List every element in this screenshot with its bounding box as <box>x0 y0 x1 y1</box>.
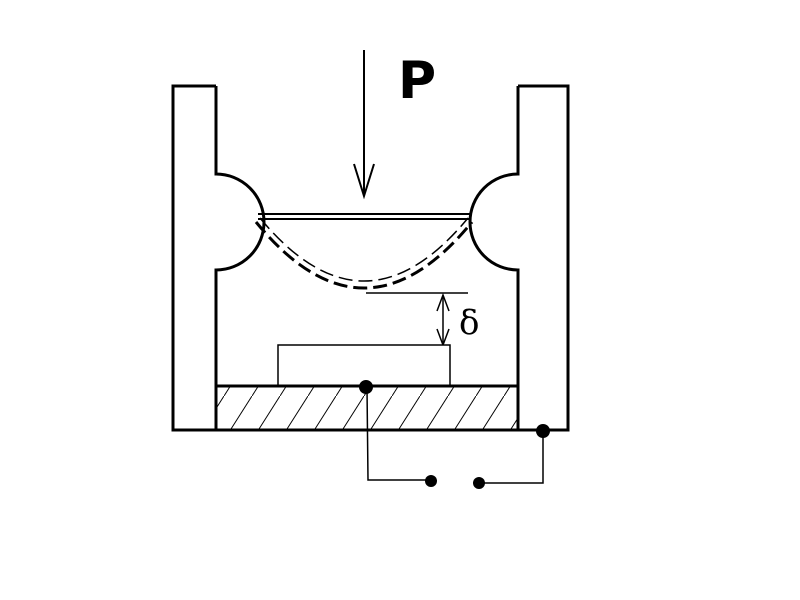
terminal-dot-wall <box>536 424 550 438</box>
wire-right <box>479 431 544 484</box>
wire-left <box>366 387 431 481</box>
terminal-dot-right-end <box>473 477 485 489</box>
electrode-block <box>277 344 451 387</box>
force-arrow-head <box>353 163 375 200</box>
terminal-dot-electrode <box>359 380 373 394</box>
gap-label: δ <box>459 303 479 343</box>
deflected-diaphragm-inner <box>259 217 469 282</box>
gap-arrow-head-up <box>436 292 450 312</box>
force-label: P <box>398 51 436 111</box>
right-wall <box>468 84 570 432</box>
left-wall <box>171 84 266 432</box>
deflected-diaphragm-outer <box>254 221 474 290</box>
terminal-dot-left-end <box>425 475 437 487</box>
